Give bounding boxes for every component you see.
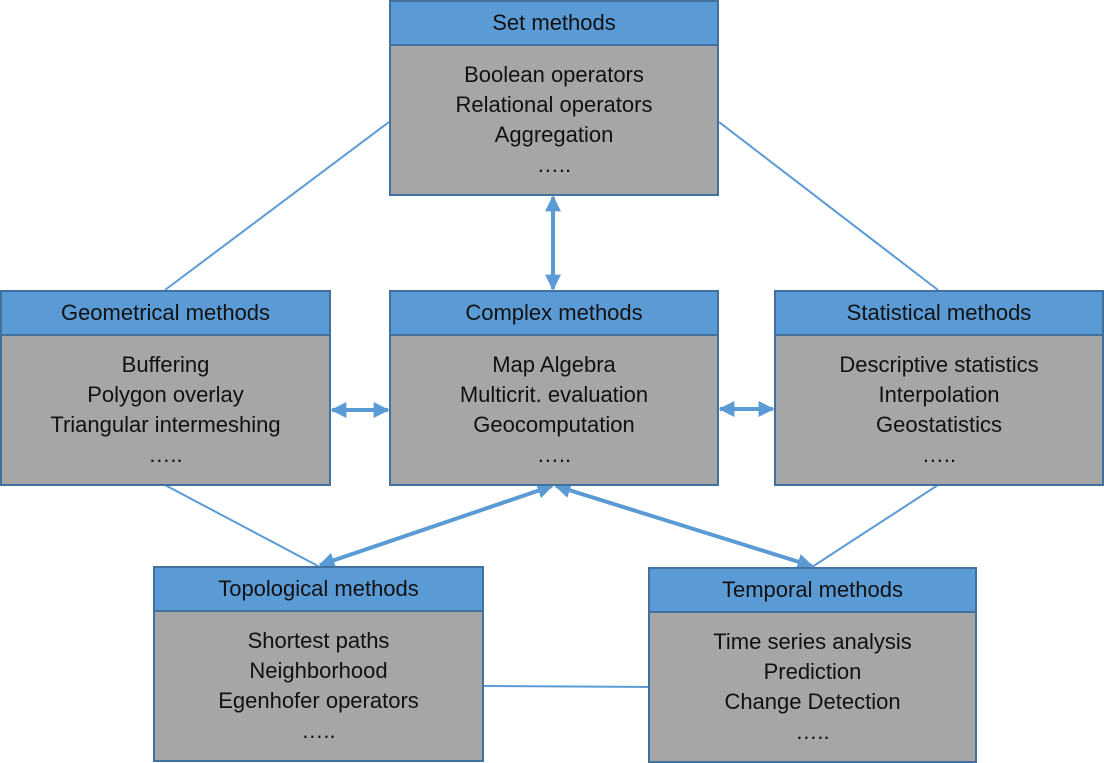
geometrical-methods-title: Geometrical methods: [0, 290, 331, 336]
arrow-complex-topo: [318, 483, 554, 568]
temp-item: …..: [795, 719, 830, 744]
geometrical-methods-box: Geometrical methods Buffering Polygon ov…: [0, 290, 331, 486]
geo-item: Polygon overlay: [87, 382, 244, 407]
set-methods-box: Set methods Boolean operators Relational…: [389, 0, 719, 196]
line-set-geo: [164, 121, 390, 291]
geo-item: …..: [148, 442, 183, 467]
set-item: Aggregation: [494, 122, 614, 147]
complex-item: Multicrit. evaluation: [459, 382, 649, 407]
stat-item: Interpolation: [878, 382, 1000, 407]
topo-item: Egenhofer operators: [218, 688, 419, 713]
geo-item: Buffering: [121, 352, 210, 377]
complex-methods-box: Complex methods Map Algebra Multicrit. e…: [389, 290, 719, 486]
set-item: Relational operators: [455, 92, 653, 117]
set-item: …..: [536, 152, 572, 177]
temporal-methods-box: Temporal methods Time series analysis Pr…: [648, 567, 977, 763]
topological-methods-box: Topological methods Shortest paths Neigh…: [153, 566, 484, 762]
line-set-stat: [718, 121, 939, 291]
statistical-methods-box: Statistical methods Descriptive statisti…: [774, 290, 1104, 486]
temp-item: Prediction: [763, 659, 862, 684]
topo-item: …..: [301, 718, 336, 743]
temp-item: Change Detection: [724, 689, 901, 714]
temp-item: Time series analysis: [713, 629, 912, 654]
line-topo-temp: [483, 685, 649, 688]
stat-item: …..: [921, 442, 957, 467]
stat-item: Geostatistics: [876, 412, 1002, 437]
topo-item: Shortest paths: [247, 628, 390, 653]
topo-item: Neighborhood: [249, 658, 388, 683]
temporal-methods-title: Temporal methods: [648, 567, 977, 613]
complex-item: Map Algebra: [492, 352, 616, 377]
set-methods-list: Boolean operators Relational operators A…: [389, 46, 719, 196]
complex-methods-list: Map Algebra Multicrit. evaluation Geocom…: [389, 336, 719, 486]
statistical-methods-title: Statistical methods: [774, 290, 1104, 336]
complex-item: …..: [536, 442, 572, 467]
topological-methods-title: Topological methods: [153, 566, 484, 612]
line-geo-topo: [164, 484, 319, 567]
geometrical-methods-list: Buffering Polygon overlay Triangular int…: [0, 336, 331, 486]
temporal-methods-list: Time series analysis Prediction Change D…: [648, 613, 977, 763]
stat-item: Descriptive statistics: [839, 352, 1039, 377]
statistical-methods-list: Descriptive statistics Interpolation Geo…: [774, 336, 1104, 486]
set-methods-title: Set methods: [389, 0, 719, 46]
set-item: Boolean operators: [464, 62, 644, 87]
geo-item: Triangular intermeshing: [50, 412, 281, 437]
line-stat-temp: [811, 484, 939, 568]
complex-item: Geocomputation: [473, 412, 635, 437]
arrow-complex-temp: [554, 482, 814, 570]
complex-methods-title: Complex methods: [389, 290, 719, 336]
topological-methods-list: Shortest paths Neighborhood Egenhofer op…: [153, 612, 484, 762]
